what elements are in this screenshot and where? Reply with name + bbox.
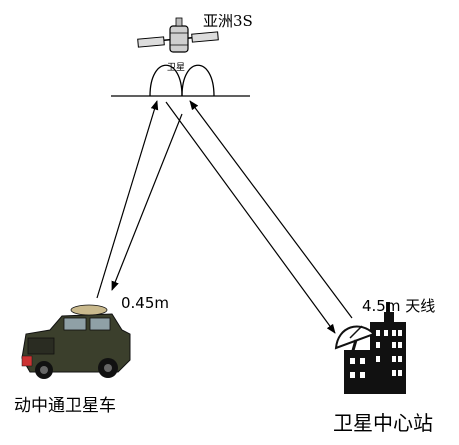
satellite-beams <box>111 64 250 97</box>
satellite-name: 亚洲3S <box>203 12 253 30</box>
vehicle-downlink-arrow <box>111 113 183 291</box>
station-name: 卫星中心站 <box>333 411 433 435</box>
station-downlink-arrow <box>165 101 336 334</box>
ground-station-image <box>334 302 406 394</box>
satellite-beam-label: 卫星 <box>167 63 186 73</box>
link-arrows <box>96 100 353 334</box>
vehicle-image <box>21 304 131 379</box>
vehicle-name: 动中通卫星车 <box>14 396 116 416</box>
vehicle-antenna-size: 0.45m <box>121 294 170 312</box>
satellite-icon <box>137 17 219 53</box>
station-uplink-arrow <box>189 100 353 319</box>
station-antenna-size: 4.5m 天线 <box>362 297 436 315</box>
vehicle-uplink-arrow <box>96 100 159 299</box>
